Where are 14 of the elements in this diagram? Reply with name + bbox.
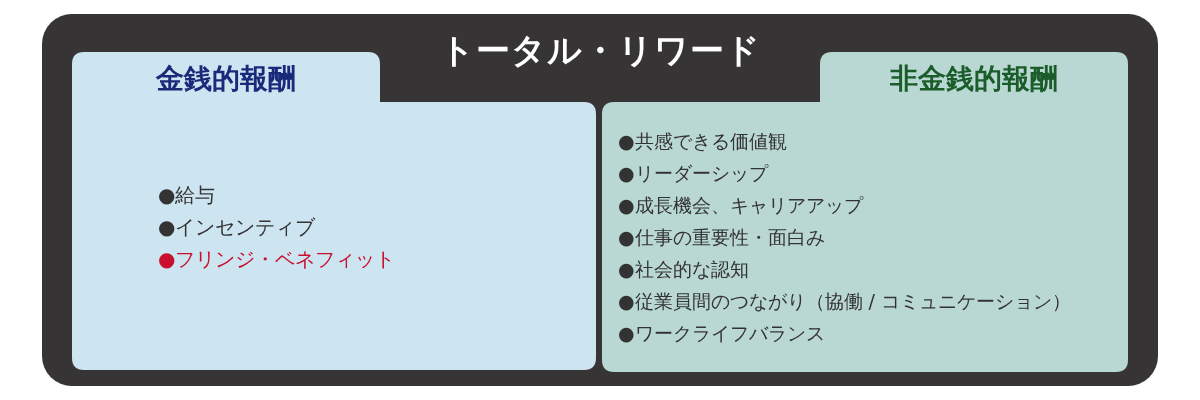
outer-panel xyxy=(42,14,1158,386)
list-item: ●社会的な認知 xyxy=(618,257,750,282)
list-item: ●仕事の重要性・面白み xyxy=(618,225,826,250)
panel-heading: 非金銭的報酬 xyxy=(889,61,1059,97)
list-item: ●給与 xyxy=(158,182,217,208)
list-item: ●インセンティブ xyxy=(158,214,317,240)
panel-heading: 金銭的報酬 xyxy=(155,61,297,97)
list-item: ●成長機会、キャリアアップ xyxy=(618,193,865,218)
node-label: トータル・リワード xyxy=(438,29,762,72)
list-item: ●共感できる価値観 xyxy=(618,129,788,154)
list-item: ●リーダーシップ xyxy=(618,161,770,186)
list-item: ●ワークライフバランス xyxy=(618,321,826,346)
list-item: ●フリンジ・ベネフィット xyxy=(158,246,396,272)
list-item: ●従業員間のつながり（協働 / コミュニケーション） xyxy=(618,289,1072,314)
